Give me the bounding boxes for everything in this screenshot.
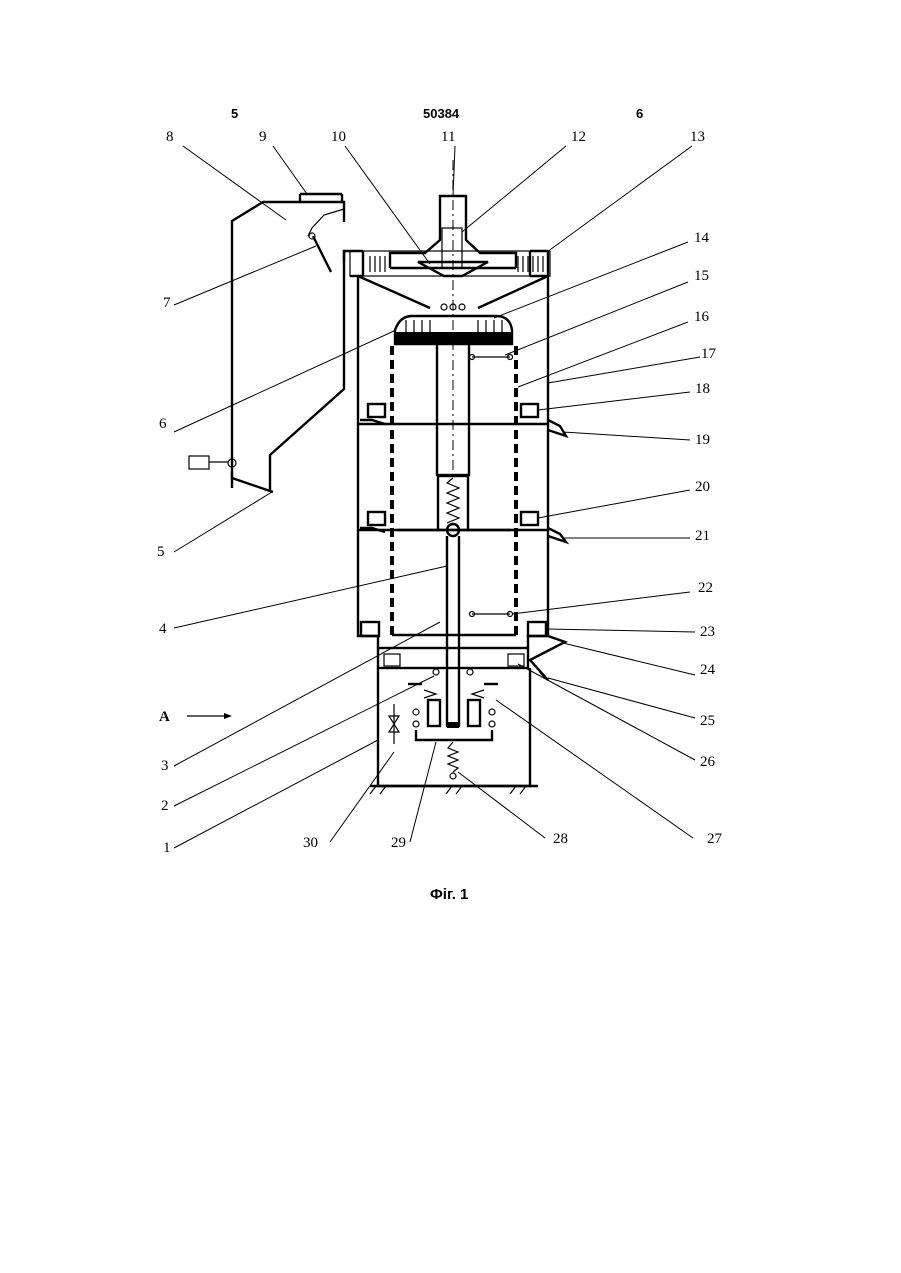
label-2: 2 (161, 798, 169, 814)
label-4: 4 (159, 621, 167, 637)
label-27: 27 (707, 831, 723, 847)
rotor-drum (358, 160, 548, 726)
label-12: 12 (571, 129, 586, 145)
label-16: 16 (694, 309, 710, 325)
label-13: 13 (690, 129, 705, 145)
label-8: 8 (166, 129, 174, 145)
label-17: 17 (701, 346, 717, 362)
label-3: 3 (161, 758, 169, 774)
label-24: 24 (700, 662, 716, 678)
label-11: 11 (441, 129, 455, 145)
label-7: 7 (163, 295, 171, 311)
label-26: 26 (700, 754, 716, 770)
label-23: 23 (700, 624, 715, 640)
feed-hopper (189, 194, 344, 492)
label-14: 14 (694, 230, 710, 246)
label-15: 15 (694, 268, 709, 284)
label-6: 6 (159, 416, 167, 432)
label-10: 10 (331, 129, 346, 145)
base-drive (370, 648, 538, 794)
label-25: 25 (700, 713, 715, 729)
label-28: 28 (553, 831, 568, 847)
figure-caption: Фіг. 1 (430, 886, 468, 903)
view-arrow-a (187, 713, 232, 719)
label-30: 30 (303, 835, 318, 851)
label-20: 20 (695, 479, 710, 495)
label-29: 29 (391, 835, 406, 851)
label-22: 22 (698, 580, 713, 596)
label-view-a: A (159, 709, 170, 725)
label-21: 21 (695, 528, 710, 544)
label-9: 9 (259, 129, 267, 145)
label-18: 18 (695, 381, 710, 397)
label-19: 19 (695, 432, 710, 448)
label-1: 1 (163, 840, 171, 856)
label-5: 5 (157, 544, 165, 560)
